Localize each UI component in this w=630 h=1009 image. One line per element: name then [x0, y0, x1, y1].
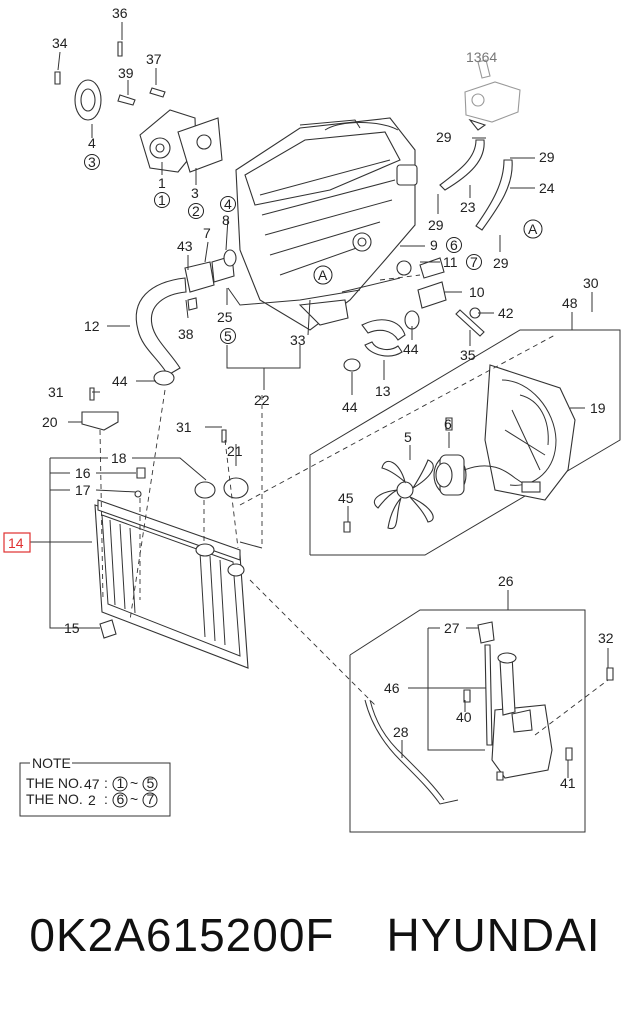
callout-7: 7: [203, 225, 211, 241]
callout-31a: 31: [48, 384, 64, 400]
reference-marker-a-hose: A: [528, 221, 538, 237]
callout-26: 26: [498, 573, 514, 589]
circled-3: 3: [88, 154, 96, 170]
product-caption: 0K2A615200F HYUNDAI: [0, 900, 630, 970]
circled-6: 6: [450, 237, 458, 253]
note-row1-from: 1: [117, 775, 125, 791]
highlighted-callout-14: 14: [3, 532, 31, 553]
circled-1: 1: [158, 192, 166, 208]
reference-markers: A A: [313, 219, 543, 285]
callout-37: 37: [146, 51, 162, 67]
note-row1-prefix: THE NO.: [26, 775, 83, 791]
callout-3: 3: [191, 185, 199, 201]
dashed-connection-lines: [99, 274, 609, 736]
callout-41: 41: [560, 775, 576, 791]
callout-45: 45: [338, 490, 354, 506]
callout-17: 17: [75, 482, 91, 498]
note-row1-separator: :: [104, 775, 108, 791]
note-row2-from: 6: [117, 791, 125, 807]
callout-19: 19: [590, 400, 606, 416]
callout-11: 11: [443, 254, 458, 270]
fan-shroud-assembly-illustration: [309, 329, 621, 556]
callout-46: 46: [384, 680, 400, 696]
callout-4: 4: [88, 135, 96, 151]
circled-4: 4: [224, 196, 232, 212]
note-title: NOTE: [32, 755, 71, 771]
callout-39: 39: [118, 65, 134, 81]
reference-marker-a-engine: A: [318, 267, 328, 283]
callout-27: 27: [444, 620, 460, 636]
callout-1364: 1364: [466, 49, 497, 65]
callout-13: 13: [375, 383, 391, 399]
callout-25: 25: [217, 309, 233, 325]
upper-hose-illustration: [135, 249, 361, 386]
thermostat-housing-illustration: [439, 59, 521, 231]
callout-6: 6: [444, 416, 452, 432]
callout-9: 9: [430, 237, 438, 253]
callout-30: 30: [583, 275, 599, 291]
radiator-illustration: [81, 387, 263, 669]
note-row2-to: 7: [147, 791, 155, 807]
callout-14: 14: [8, 535, 24, 551]
circled-2: 2: [192, 203, 200, 219]
note-row1-to: 5: [147, 775, 155, 791]
callout-labels: 36 34 39 37 1364 4 1 3 29 29 24 29 23 29…: [42, 5, 614, 791]
engine-block-illustration: [235, 117, 418, 331]
callout-12: 12: [84, 318, 100, 334]
callout-42: 42: [498, 305, 514, 321]
callout-44c: 44: [342, 399, 358, 415]
callout-29a: 29: [436, 129, 452, 145]
callout-29b: 29: [539, 149, 555, 165]
cooling-system-parts-diagram: 36 34 39 37 1364 4 1 3 29 29 24 29 23 29…: [3, 5, 621, 833]
coolant-reservoir-assembly-illustration: [349, 609, 614, 833]
callout-44a: 44: [112, 373, 128, 389]
callout-33: 33: [290, 332, 306, 348]
callout-48: 48: [562, 295, 578, 311]
circled-sub-numbers: 3 1 2 4 6 7 5: [84, 154, 482, 344]
callout-29d: 29: [493, 255, 509, 271]
callout-44b: 44: [403, 341, 419, 357]
callout-36: 36: [112, 5, 128, 21]
note-row1-tilde: ~: [130, 775, 138, 791]
callout-16: 16: [75, 465, 91, 481]
callout-20: 20: [42, 414, 58, 430]
callout-10: 10: [469, 284, 485, 300]
callout-31b: 31: [176, 419, 192, 435]
callout-32: 32: [598, 630, 614, 646]
note-row2-tilde: ~: [130, 791, 138, 807]
note-row1-number: 47: [84, 776, 100, 792]
lower-hoses-illustration: [343, 257, 485, 372]
callout-22: 22: [254, 392, 270, 408]
callout-18: 18: [111, 450, 127, 466]
callout-8: 8: [222, 212, 230, 228]
water-pump-illustration: [54, 41, 223, 173]
note-row2-prefix: THE NO.: [26, 791, 83, 807]
callout-40: 40: [456, 709, 472, 725]
callout-15: 15: [64, 620, 80, 636]
callout-29c: 29: [428, 217, 444, 233]
callout-5: 5: [404, 429, 412, 445]
note-row2-separator: :: [104, 791, 108, 807]
callout-43: 43: [177, 238, 193, 254]
circled-7: 7: [470, 254, 478, 270]
callout-28: 28: [393, 724, 409, 740]
callout-21: 21: [227, 443, 243, 459]
callout-23: 23: [460, 199, 476, 215]
callout-35: 35: [460, 347, 476, 363]
note-box: NOTE THE NO. 47 : 1 ~ 5 THE NO. 2 : 6 ~ …: [19, 755, 171, 817]
circled-5: 5: [224, 328, 232, 344]
part-number: 0K2A615200F: [29, 909, 335, 961]
brand-name: HYUNDAI: [386, 909, 601, 961]
note-row2-number: 2: [88, 792, 96, 808]
callout-38: 38: [178, 326, 194, 342]
callout-34: 34: [52, 35, 68, 51]
leader-lines: [30, 22, 609, 778]
callout-1: 1: [158, 175, 166, 191]
callout-24: 24: [539, 180, 555, 196]
